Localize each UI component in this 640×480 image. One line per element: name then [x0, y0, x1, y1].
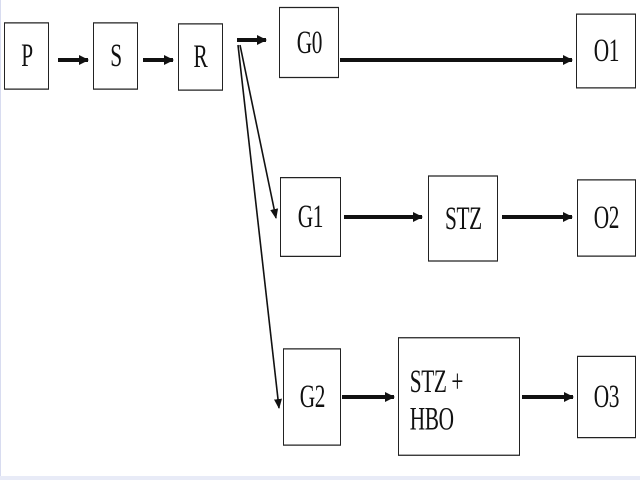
node-p-label: P — [20, 37, 33, 74]
node-g1-label: G1 — [297, 198, 324, 235]
node-g0: G0 — [279, 6, 339, 79]
node-r-label: R — [193, 38, 208, 75]
node-stz-label: STZ — [444, 199, 482, 236]
node-stz: STZ — [428, 175, 498, 262]
node-o1: O1 — [576, 13, 636, 89]
node-o2: O2 — [577, 179, 636, 257]
node-s: S — [93, 22, 138, 90]
node-g2: G2 — [283, 348, 341, 446]
node-g2-label: G2 — [299, 378, 325, 415]
arrow-r-to-g2 — [237, 44, 282, 409]
left-border — [0, 0, 1, 480]
node-o3-label: O3 — [593, 378, 620, 415]
node-o1-label: O1 — [593, 32, 619, 69]
node-g0-label: G0 — [296, 23, 322, 60]
node-o2-label: O2 — [593, 199, 620, 236]
node-g1: G1 — [280, 177, 341, 257]
node-s-label: S — [109, 37, 122, 74]
bottom-border — [0, 476, 640, 480]
node-r: R — [178, 23, 223, 91]
node-o3: O3 — [577, 355, 636, 439]
node-stz-hbo: STZ + HBO — [398, 337, 520, 456]
node-stz-hbo-label: STZ + HBO — [409, 363, 464, 438]
node-p: P — [4, 22, 49, 90]
arrow-r-to-g1 — [239, 44, 279, 219]
